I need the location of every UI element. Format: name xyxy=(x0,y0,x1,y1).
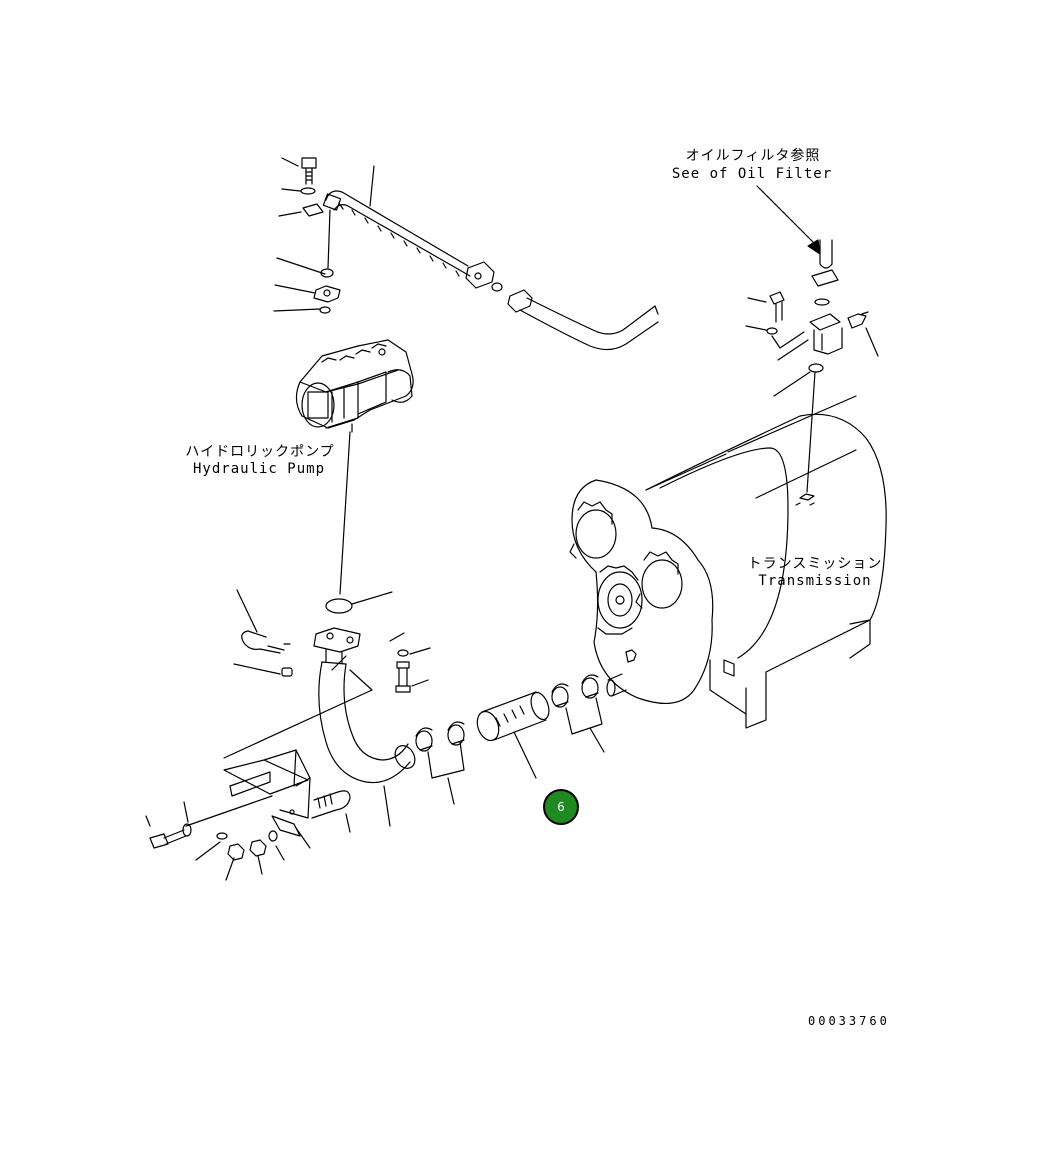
cover-cap-2 xyxy=(635,551,683,609)
u-bolt-part xyxy=(241,630,291,654)
oil-filter-connector xyxy=(745,185,879,493)
output-flange xyxy=(597,565,643,635)
cover-cap-1 xyxy=(569,501,617,559)
hydraulic-pump-label-jp: ハイドロリックポンプ xyxy=(185,444,335,460)
drawing-number: 00033760 xyxy=(808,1014,890,1028)
transmission xyxy=(569,395,887,729)
transmission-label-jp: トランスミッション xyxy=(747,556,883,572)
pressure-pipe-assembly xyxy=(273,157,659,351)
oil-filter-label-en: See of Oil Filter xyxy=(671,166,833,182)
hydraulic-pump xyxy=(295,339,414,433)
hose-part xyxy=(476,691,550,779)
clamp-part xyxy=(302,203,324,217)
transmission-label-en: Transmission xyxy=(758,573,872,589)
bolt-part xyxy=(301,157,317,185)
hose-clamps xyxy=(415,721,465,805)
u-bolt-part-2 xyxy=(311,790,351,819)
gasket-part xyxy=(325,598,353,614)
mounting-bracket xyxy=(185,749,311,837)
hose-clamps-2 xyxy=(551,673,627,753)
washer-part xyxy=(300,187,316,195)
suction-elbow xyxy=(313,627,416,784)
hydraulic-pump-label-en: Hydraulic Pump xyxy=(192,461,326,477)
oil-filter-label-jp: オイルフィルタ参照 xyxy=(685,148,821,164)
part-callout-6[interactable]: 6 xyxy=(543,789,579,825)
bolt-part-2 xyxy=(149,829,187,849)
